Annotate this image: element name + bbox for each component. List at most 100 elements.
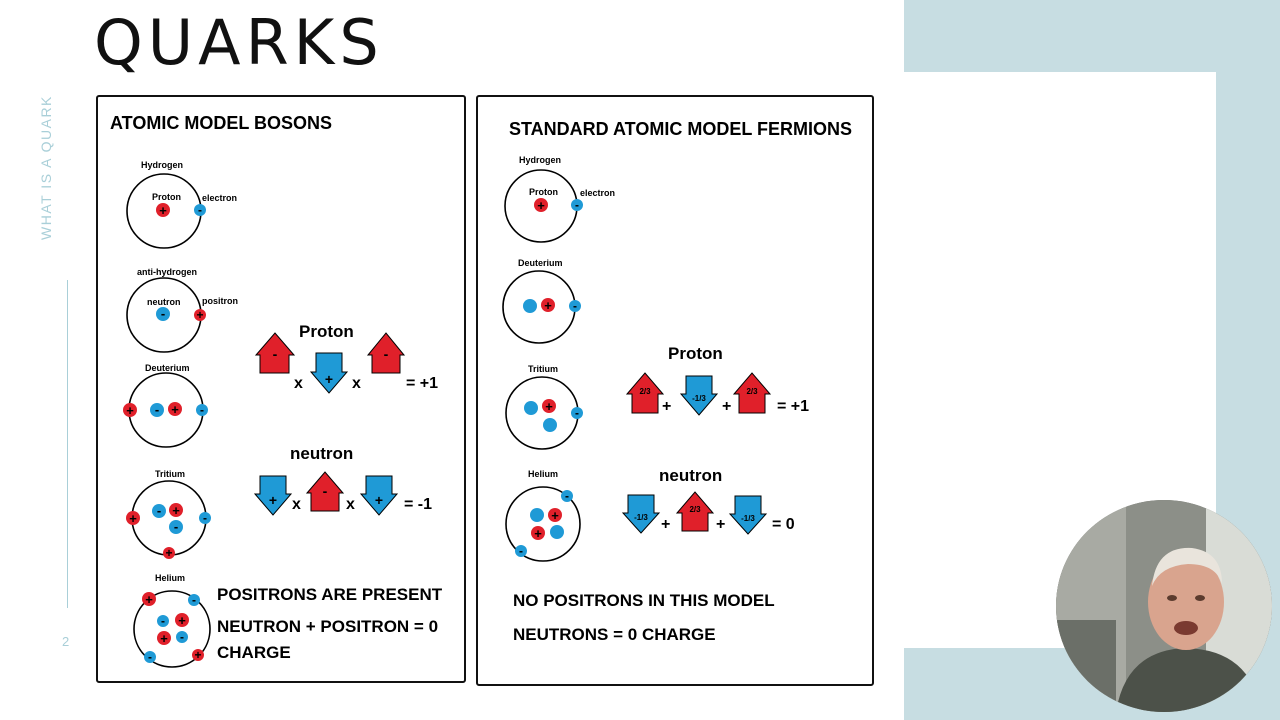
quark-charge: -1/3 <box>634 513 648 522</box>
svg-text:+: + <box>160 631 168 646</box>
panel-standard-atomic-model-fermions: STANDARD ATOMIC MODEL FERMIONS Hydrogen … <box>476 95 874 686</box>
blue-down-arrow-icon: + <box>309 352 349 394</box>
quark-charge: 2/3 <box>746 387 758 396</box>
panel-heading: STANDARD ATOMIC MODEL FERMIONS <box>509 119 852 139</box>
particle <box>550 525 564 539</box>
atom-deuterium: Deuterium + - + - <box>123 363 208 448</box>
quark-charge: 2/3 <box>689 505 701 514</box>
svg-text:-: - <box>157 503 161 518</box>
note-line: NEUTRONS = 0 CHARGE <box>513 625 716 644</box>
svg-text:+: + <box>165 546 172 560</box>
particle <box>543 418 557 432</box>
atom-hydrogen: Hydrogen Proton electron + - <box>126 160 237 249</box>
electron-label: electron <box>580 188 615 198</box>
blue-down-arrow-icon: + <box>359 475 399 516</box>
particle <box>530 508 544 522</box>
atom-label: Helium <box>528 469 558 479</box>
neutron-label: neutron <box>147 297 181 307</box>
svg-text:+: + <box>551 508 559 523</box>
atom-label: Deuterium <box>145 363 190 373</box>
svg-text:-: - <box>155 402 159 417</box>
presenter-video <box>1056 500 1272 712</box>
presenter-video-frame <box>1056 500 1272 712</box>
quark-charge: 2/3 <box>639 387 651 396</box>
svg-text:-: - <box>161 306 165 321</box>
svg-text:-: - <box>192 593 196 607</box>
svg-text:-: - <box>203 511 207 525</box>
svg-text:+: + <box>171 402 179 417</box>
positron-label: positron <box>202 296 238 306</box>
particle: + <box>157 631 171 646</box>
atom-label: Tritium <box>528 364 558 374</box>
svg-text:+: + <box>159 203 167 218</box>
svg-text:+: + <box>537 198 545 213</box>
particle <box>524 401 538 415</box>
particle: - <box>571 198 583 212</box>
particle: - <box>176 630 188 644</box>
particle: - <box>561 489 573 503</box>
atom-label: Tritium <box>155 469 185 479</box>
atom-tritium: Tritium + - <box>505 364 583 450</box>
particle: + <box>192 648 204 662</box>
particle: + <box>531 526 545 541</box>
particle: - <box>196 403 208 417</box>
quark-charge: -1/3 <box>692 394 706 403</box>
operator: + <box>722 398 731 415</box>
svg-text:+: + <box>544 298 552 313</box>
svg-text:-: - <box>200 403 204 417</box>
particle: - <box>169 519 183 534</box>
particle: + <box>534 198 548 213</box>
particle: - <box>150 402 164 417</box>
red-up-arrow-icon: 2/3 <box>675 491 715 532</box>
quark-charge: + <box>269 492 277 508</box>
particle: - <box>157 614 169 628</box>
fermions-diagram: STANDARD ATOMIC MODEL FERMIONS Hydrogen … <box>502 119 852 644</box>
atom-tritium: Tritium + - + - - + <box>126 469 211 560</box>
particle: - <box>188 593 200 607</box>
particle: - <box>199 511 211 525</box>
note-line: CHARGE <box>217 643 291 662</box>
svg-text:-: - <box>575 406 579 420</box>
red-up-arrow-icon: 2/3 <box>625 372 665 414</box>
svg-text:+: + <box>178 613 186 628</box>
bosons-diagram: ATOMIC MODEL BOSONS Hydrogen Proton elec… <box>110 113 443 668</box>
svg-text:-: - <box>174 519 178 534</box>
atom-label: Hydrogen <box>141 160 183 170</box>
svg-text:+: + <box>145 592 153 607</box>
red-up-arrow-icon: - <box>254 332 296 374</box>
svg-text:-: - <box>565 489 569 503</box>
page-number: 2 <box>62 634 70 649</box>
atom-deuterium: Deuterium + - <box>502 258 581 344</box>
quark-charge: -1/3 <box>741 514 755 523</box>
particle: - <box>515 544 527 558</box>
particle: + <box>548 508 562 523</box>
particle: + <box>194 308 206 322</box>
note-line: NEUTRON + POSITRON = 0 <box>217 617 438 636</box>
particle: - <box>571 406 583 420</box>
particle: - <box>156 306 170 321</box>
svg-text:+: + <box>196 308 203 322</box>
red-up-arrow-icon: 2/3 <box>732 372 772 414</box>
atom-anti-hydrogen: anti-hydrogen neutron positron - + <box>126 267 238 353</box>
svg-text:-: - <box>180 630 184 644</box>
svg-text:+: + <box>126 403 134 418</box>
operator: x <box>352 375 361 392</box>
red-up-arrow-icon: - <box>305 471 345 512</box>
neutron-title: neutron <box>659 466 722 485</box>
quark-charge: - <box>323 483 328 499</box>
quark-charge: + <box>325 371 333 387</box>
operator: x <box>292 496 301 513</box>
particle <box>523 299 537 313</box>
electron-label: electron <box>202 193 237 203</box>
blue-down-arrow-icon: -1/3 <box>679 375 719 416</box>
svg-text:+: + <box>545 399 553 414</box>
proton-label: Proton <box>152 192 181 202</box>
side-label: WHAT IS A QUARK <box>38 95 54 240</box>
equation-result: = +1 <box>406 375 438 392</box>
equation-result: = -1 <box>404 496 432 513</box>
particle: + <box>142 592 156 607</box>
proton-title: Proton <box>668 344 723 363</box>
atom-helium: Helium - + + - <box>505 469 581 562</box>
particle: - <box>194 203 206 217</box>
svg-text:+: + <box>534 526 542 541</box>
